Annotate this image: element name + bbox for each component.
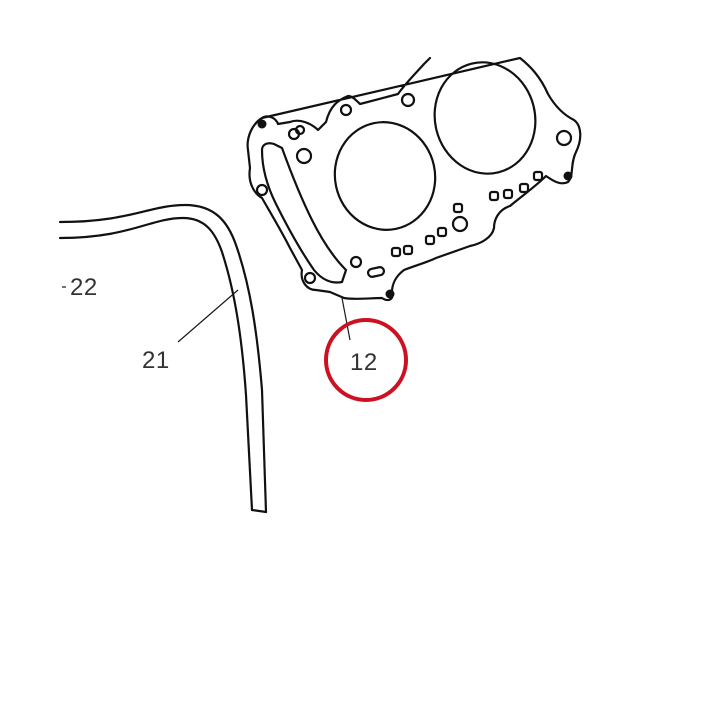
callout-21[interactable]: 21 [142, 347, 170, 374]
head-gasket-part-12[interactable] [246, 52, 582, 302]
highlight-ring [324, 318, 408, 402]
leader-line-12 [341, 297, 351, 341]
hose-part-21[interactable] [58, 203, 268, 514]
callout-12[interactable]: 12 [350, 349, 378, 376]
leader-line-21 [177, 289, 239, 343]
callout-22[interactable]: 22 [70, 274, 98, 301]
